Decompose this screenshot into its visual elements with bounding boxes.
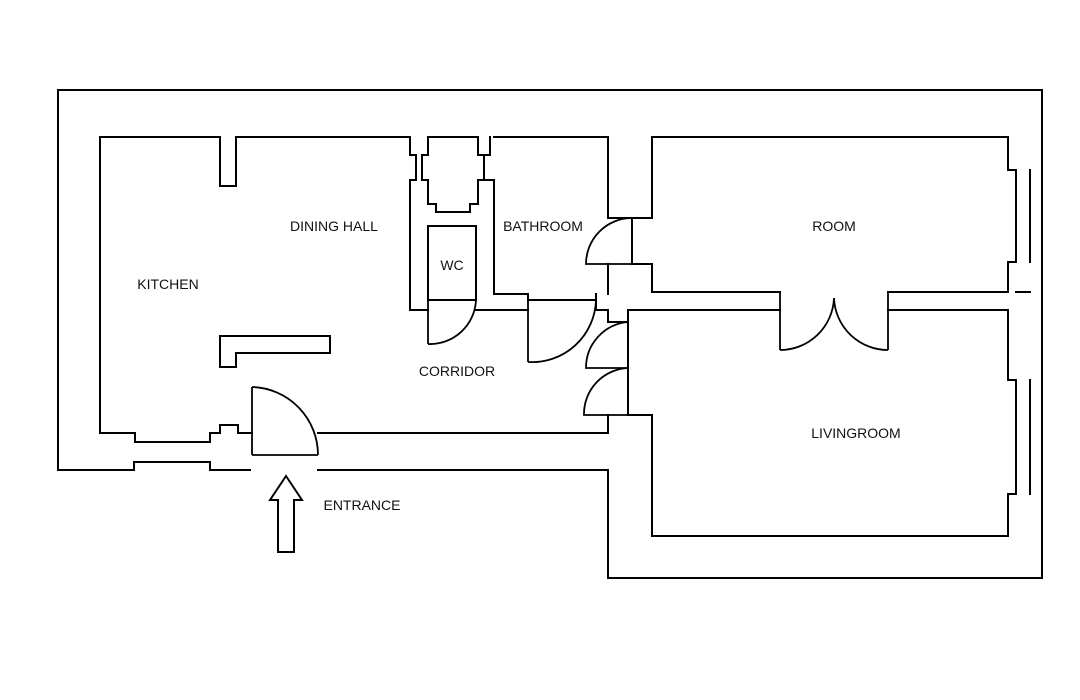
kitchen-counter xyxy=(219,335,331,368)
room-door xyxy=(585,217,633,265)
room-label: ROOM xyxy=(812,218,856,234)
kitchen-dining-walls xyxy=(99,136,429,443)
livingroom-door-lower xyxy=(583,367,629,416)
doors xyxy=(251,217,889,456)
bathroom-label: BATHROOM xyxy=(503,218,583,234)
shaft xyxy=(421,136,485,213)
entrance-label: ENTRANCE xyxy=(323,497,400,513)
livingroom-door-upper xyxy=(585,321,629,369)
livingroom-label: LIVINGROOM xyxy=(811,425,900,441)
kitchen-label: KITCHEN xyxy=(137,276,198,292)
corridor-label: CORRIDOR xyxy=(419,363,495,379)
windows xyxy=(1015,169,1031,495)
bathroom-door xyxy=(527,299,597,363)
bathroom-walls xyxy=(483,136,633,301)
wc-label: WC xyxy=(440,257,463,273)
livingroom-walls xyxy=(627,309,1017,537)
dining-hall-label: DINING HALL xyxy=(290,218,378,234)
double-door xyxy=(779,292,889,351)
wc-door xyxy=(427,299,477,345)
entrance-door xyxy=(251,386,319,456)
entrance-arrow-icon xyxy=(268,474,304,553)
corridor-walls xyxy=(317,263,781,434)
room-walls xyxy=(631,136,1017,293)
outer-wall xyxy=(57,89,1043,579)
